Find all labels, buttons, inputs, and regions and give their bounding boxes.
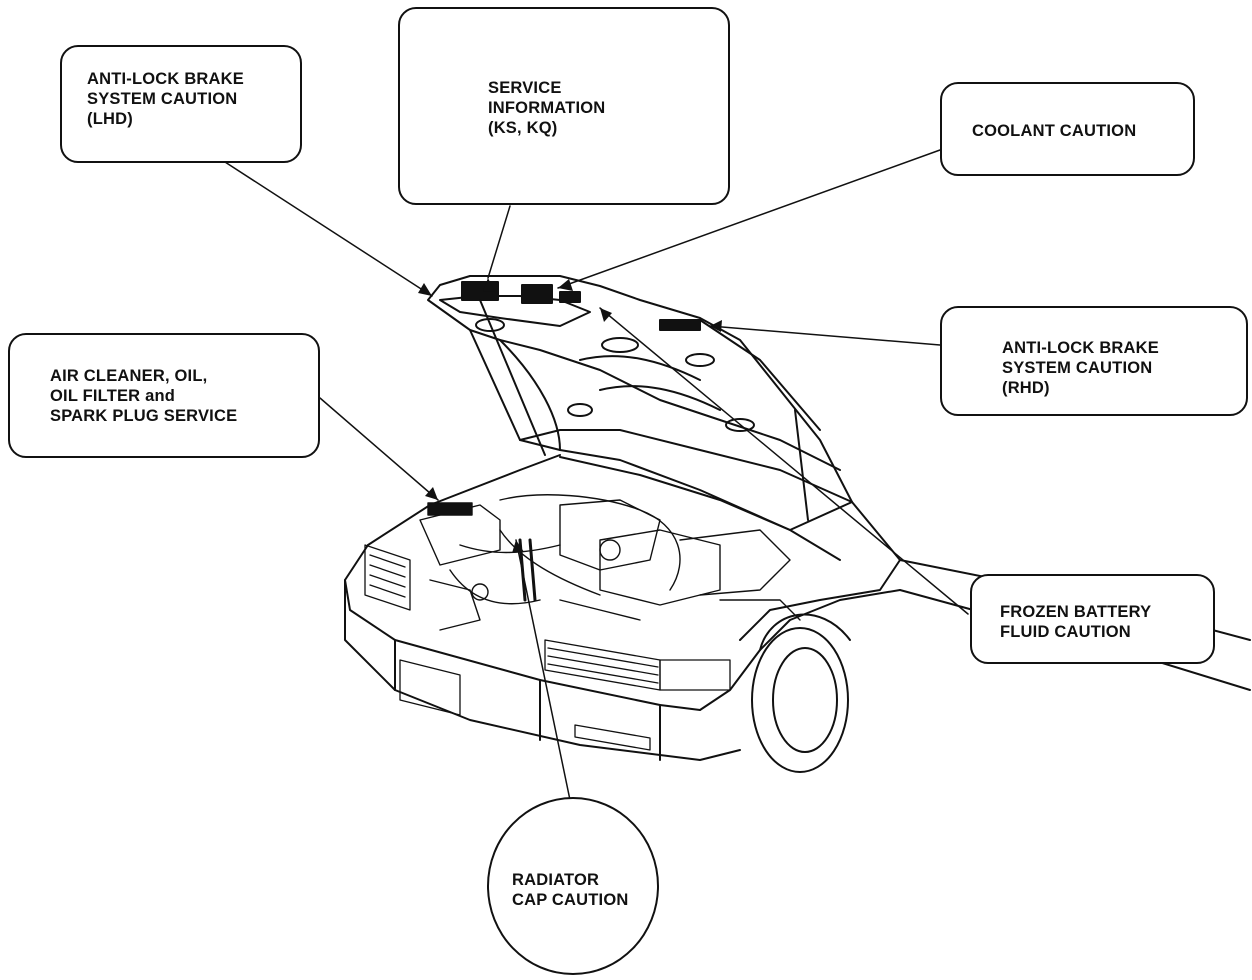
callout-abs-rhd: ANTI-LOCK BRAKE SYSTEM CAUTION (RHD)	[940, 306, 1248, 416]
callout-service-information-text: SERVICE INFORMATION (KS, KQ)	[488, 78, 605, 138]
callout-coolant-text: COOLANT CAUTION	[972, 121, 1136, 141]
engine-bay	[420, 495, 800, 630]
callout-abs-lhd-text: ANTI-LOCK BRAKE SYSTEM CAUTION (LHD)	[87, 69, 244, 129]
hood-prop-right	[795, 410, 808, 520]
hood-label-patches	[462, 282, 700, 330]
callout-frozen-battery-text: FROZEN BATTERY FLUID CAUTION	[1000, 602, 1151, 642]
leader-lines	[225, 150, 968, 800]
callout-radiator-cap-text: RADIATOR CAP CAUTION	[512, 870, 628, 910]
callout-frozen-battery: FROZEN BATTERY FLUID CAUTION	[970, 574, 1215, 664]
callout-radiator-cap: RADIATOR CAP CAUTION	[487, 797, 659, 975]
callout-abs-rhd-text: ANTI-LOCK BRAKE SYSTEM CAUTION (RHD)	[1002, 338, 1159, 398]
open-hood	[428, 276, 852, 530]
callout-air-cleaner-text: AIR CLEANER, OIL, OIL FILTER and SPARK P…	[50, 366, 237, 426]
callout-air-cleaner: AIR CLEANER, OIL, OIL FILTER and SPARK P…	[8, 333, 320, 458]
callout-service-information: SERVICE INFORMATION (KS, KQ)	[398, 7, 730, 205]
front-wheel	[752, 615, 850, 772]
callout-abs-lhd: ANTI-LOCK BRAKE SYSTEM CAUTION (LHD)	[60, 45, 302, 163]
callout-coolant: COOLANT CAUTION	[940, 82, 1195, 176]
